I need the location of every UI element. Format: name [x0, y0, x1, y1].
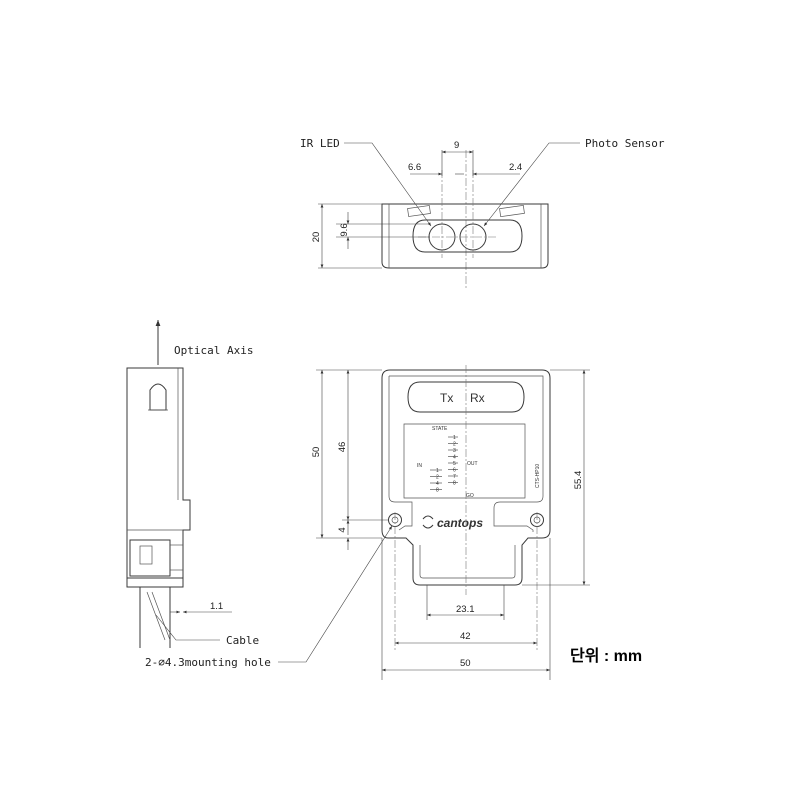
rx-label: Rx: [470, 391, 485, 405]
cable-label: Cable: [226, 634, 259, 647]
tx-label: Tx: [440, 391, 453, 405]
dim-46: 46: [337, 442, 348, 453]
model-label: CTS-HP10: [535, 464, 541, 488]
side-body-outline: [126, 367, 191, 588]
optical-axis-label: Optical Axis: [174, 344, 253, 357]
dim-2-4: 2.4: [509, 162, 522, 173]
out-led-number: 4: [453, 455, 456, 461]
out-led-number: 3: [453, 448, 456, 454]
cable: [139, 587, 171, 648]
unit-label: 단위 : mm: [570, 647, 642, 665]
cable-hatch-2: [151, 591, 171, 641]
cable-hatch-1: [146, 591, 166, 641]
in-label: IN: [417, 463, 422, 469]
dim-20: 20: [311, 232, 322, 243]
top-view: 9 6.6 2.4 9.6 20 IR LED Photo Sensor: [300, 137, 665, 290]
connector-window: [139, 545, 153, 565]
in-led-number: 4: [436, 481, 439, 487]
dim-9: 9: [454, 140, 459, 151]
brand-logo-icon: [422, 515, 434, 529]
front-body-inner: [388, 375, 544, 532]
indicator-panel: [403, 423, 526, 499]
top-lens-window: [412, 219, 523, 253]
photo-sensor-label: Photo Sensor: [585, 137, 665, 150]
ir-led-leader: [344, 142, 432, 227]
connector-housing: [129, 539, 171, 577]
state-label: STATE: [432, 426, 448, 432]
dim-23-1: 23.1: [456, 604, 475, 615]
side-view: Optical Axis 1.1 Cable 2-⌀4.3mounting ho…: [126, 320, 393, 669]
top-body-outline: [381, 203, 549, 269]
dim-55-4: 55.4: [573, 471, 584, 490]
out-led-number: 8: [453, 481, 456, 487]
ir-led-label: IR LED: [300, 137, 340, 150]
top-tab-left: [407, 205, 431, 217]
mounting-hole-leader: [278, 525, 393, 663]
dim-9-6: 9.6: [339, 223, 350, 236]
out-label: OUT: [467, 461, 478, 467]
dim-50-height: 50: [311, 447, 322, 458]
photo-sensor-leader: [483, 142, 580, 227]
front-body-outline: [381, 369, 551, 586]
mounting-hole-label: 2-⌀4.3mounting hole: [145, 656, 271, 669]
dim-6-6: 6.6: [408, 162, 421, 173]
dim-50-width: 50: [460, 658, 471, 669]
brand-label: cantops: [437, 516, 483, 530]
out-led-number: 6: [453, 468, 456, 474]
go-label: GO: [466, 493, 474, 499]
out-led-number: 1: [453, 435, 456, 441]
side-base-plate: [126, 577, 184, 588]
dim-42: 42: [460, 631, 471, 642]
led-icon: [149, 383, 167, 411]
out-led-number: 5: [453, 461, 456, 467]
cable-leader: [155, 614, 220, 641]
out-led-number: 2: [453, 442, 456, 448]
out-led-number: 7: [453, 474, 456, 480]
dim-1-1: 1.1: [210, 601, 223, 612]
in-led-number: 8: [436, 488, 439, 494]
front-lower-inner: [419, 545, 516, 579]
in-led-number: 1: [436, 468, 439, 474]
top-tab-right: [499, 204, 525, 218]
txrx-window: [407, 381, 525, 413]
front-view: Tx Rx STATE IN OUT GO CTS-HP10 123456781…: [311, 365, 590, 680]
dim-4: 4: [337, 527, 348, 532]
in-led-number: 2: [436, 475, 439, 481]
